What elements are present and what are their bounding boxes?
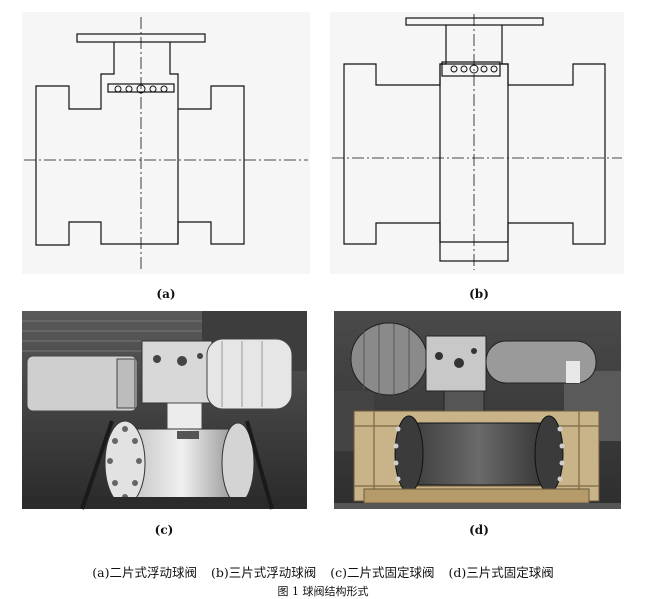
subcaption-c: (c)二片式固定球阀 [330,565,435,580]
subcaption-a: (a)二片式浮动球阀 [92,565,197,580]
drawing-two-piece-floating-ball-valve [22,12,310,274]
photo-two-piece-fixed-ball-valve [22,311,307,510]
figure-label-b: (b) [469,287,489,301]
subcaption-b: (b)三片式浮动球阀 [210,565,317,580]
figure-label-d: (d) [469,523,489,537]
drawing-three-piece-floating-ball-valve [330,12,624,274]
figure-subcaptions: (a)二片式浮动球阀 (b)三片式浮动球阀 (c)二片式固定球阀 (d)三片式固… [0,562,646,581]
figure-label-a: (a) [156,287,176,301]
figure-title: 图 1 球阀结构形式 [277,585,369,598]
subcaption-d: (d)三片式固定球阀 [448,565,554,580]
figure-label-c: (c) [154,523,174,537]
photo-three-piece-fixed-ball-valve [334,311,621,509]
